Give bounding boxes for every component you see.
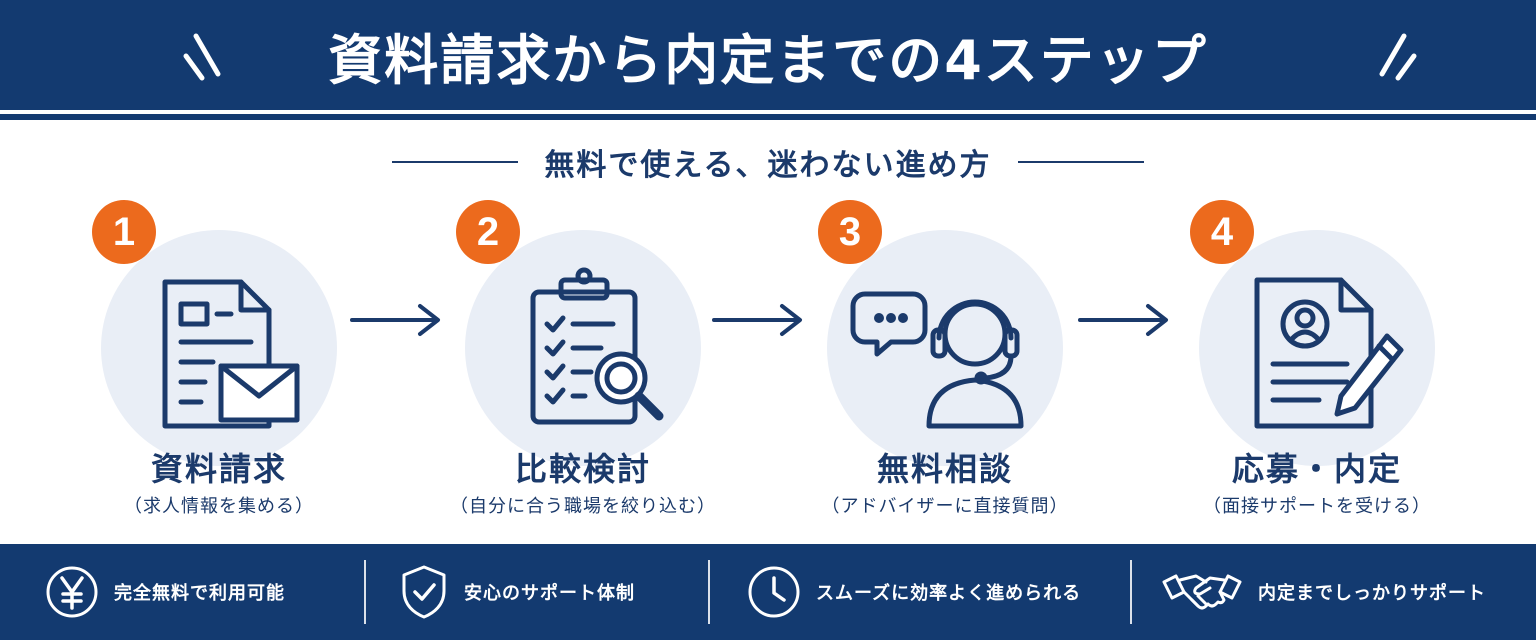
clock-icon [748,566,800,618]
step-description: （アドバイザーに直接質問） [821,496,1069,517]
subtitle-row: 無料で使える、迷わない進め方 [0,140,1536,184]
document-envelope-icon [162,279,300,429]
handshake-icon [1162,574,1242,610]
subtitle-rule-right [1017,161,1144,163]
feature-divider [1130,560,1132,624]
step-title: 比較検討 [514,450,651,488]
emphasis-lines-left-icon [183,33,221,81]
step-number-badge: 4 [1190,200,1254,264]
feature-label: 内定までしっかりサポート [1258,583,1486,604]
headset-advisor-icon [850,291,1024,429]
step-title: 資料請求 [150,450,287,488]
step-1: 1 資料請求 （求人情報を集める） [54,200,384,530]
step-3: 3 無料相談 （アドバイザーに直接質問） [780,200,1110,530]
subtitle-rule-left [392,161,519,163]
arrow-right-icon [350,304,440,336]
arrow-right-icon [712,304,802,336]
arrow-right-icon [1078,304,1168,336]
step-2: 2 比較検討 （自分に合う職場を絞り込む） [418,200,748,530]
shield-check-icon [402,565,446,619]
footer-feature-bar: 完全無料で利用可能 安心のサポート体制 スムーズに効率よく進められる [0,544,1536,640]
step-description: （求人情報を集める） [124,496,314,517]
feature-support: 安心のサポート体制 [398,544,635,640]
step-number-badge: 3 [818,200,882,264]
feature-label: 安心のサポート体制 [464,583,635,604]
page-title: 資料請求から内定までの4ステップ [328,28,1208,92]
feature-free: 完全無料で利用可能 [44,544,285,640]
feature-divider [708,560,710,624]
step-description: （自分に合う職場を絞り込む） [450,496,716,517]
header-underline [0,114,1536,120]
step-description: （面接サポートを受ける） [1203,496,1431,517]
subtitle: 無料で使える、迷わない進め方 [544,148,992,183]
resume-pen-icon [1254,277,1404,429]
feature-divider [364,560,366,624]
emphasis-lines-right-icon [1379,33,1417,81]
clipboard-magnifier-icon [530,267,664,425]
step-title: 無料相談 [876,450,1013,488]
step-number-badge: 2 [456,200,520,264]
feature-efficiency: スムーズに効率よく進められる [746,544,1081,640]
feature-label: 完全無料で利用可能 [114,583,285,604]
feature-until-offer: 内定までしっかりサポート [1160,544,1486,640]
step-title: 応募・内定 [1231,450,1402,488]
header-banner [0,0,1536,110]
step-4: 4 応募・内定 （面接サポートを受ける） [1152,200,1482,530]
step-number-badge: 1 [92,200,156,264]
feature-label: スムーズに効率よく進められる [816,583,1082,604]
yen-icon [46,566,98,618]
